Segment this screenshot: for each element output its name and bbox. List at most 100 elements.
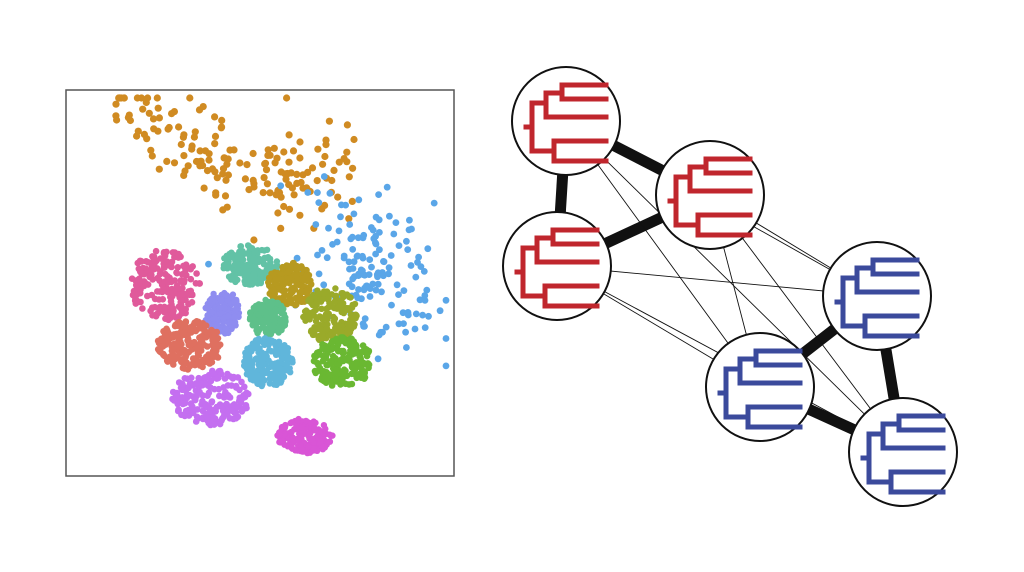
scatter-point	[182, 353, 189, 361]
scatter-point	[328, 176, 336, 185]
scatter-point	[202, 374, 209, 381]
scatter-point	[267, 337, 275, 344]
scatter-point	[198, 337, 206, 345]
scatter-point	[345, 173, 353, 181]
scatter-point	[228, 253, 235, 261]
scatter-point	[337, 297, 345, 304]
scatter-point	[347, 311, 355, 319]
scatter-point	[376, 246, 383, 254]
scatter-point	[124, 114, 132, 122]
scatter-point	[213, 347, 220, 355]
scatter-point	[217, 370, 225, 378]
scatter-point	[139, 105, 147, 113]
scatter-point	[257, 276, 264, 283]
scatter-point	[350, 135, 358, 144]
scatter-point	[285, 181, 293, 189]
scatter-point	[175, 285, 183, 292]
scatter-point	[298, 295, 305, 302]
scatter-point	[349, 350, 357, 358]
scatter-point	[209, 294, 216, 302]
scatter-point	[168, 263, 175, 271]
scatter-point	[348, 197, 356, 205]
scatter-point	[195, 343, 203, 351]
scatter-point	[318, 205, 326, 213]
tree-node-r3	[502, 211, 612, 321]
scatter-point	[361, 348, 369, 356]
scatter-point	[420, 268, 428, 275]
scatter-point	[325, 371, 333, 378]
scatter-point	[229, 291, 237, 298]
scatter-point	[411, 325, 419, 333]
scatter-point	[349, 275, 357, 283]
scatter-point	[182, 270, 189, 278]
scatter-point	[415, 253, 422, 261]
scatter-point	[335, 322, 343, 329]
scatter-point	[139, 305, 146, 312]
scatter-point	[339, 290, 346, 297]
scatter-point	[353, 253, 361, 260]
scatter-point	[143, 135, 151, 143]
scatter-point	[154, 337, 162, 345]
scatter-point	[265, 274, 273, 282]
scatter-point	[268, 325, 276, 332]
scatter-point	[319, 335, 327, 342]
scatter-point	[228, 382, 235, 389]
scatter-point	[207, 384, 214, 391]
scatter-point	[374, 280, 382, 288]
scatter-point	[199, 103, 207, 111]
scatter-point	[400, 287, 408, 294]
scatter-point	[149, 115, 158, 123]
scatter-point	[318, 305, 325, 312]
scatter-points	[112, 94, 450, 457]
scatter-point	[325, 224, 332, 232]
scatter-point	[187, 329, 195, 336]
scatter-point	[312, 221, 320, 228]
network-nodes	[502, 66, 958, 507]
scatter-point	[374, 355, 382, 363]
scatter-point	[300, 313, 307, 321]
scatter-point	[338, 375, 346, 383]
scatter-point	[296, 154, 304, 162]
scatter-point	[169, 304, 176, 312]
scatter-point	[261, 160, 269, 168]
scatter-point	[236, 386, 243, 394]
tree-node-r1	[511, 66, 621, 176]
node-circle	[822, 241, 932, 351]
scatter-point	[164, 327, 171, 334]
scatter-point	[267, 372, 274, 379]
scatter-point	[317, 298, 325, 305]
scatter-point	[255, 355, 262, 363]
scatter-point	[335, 227, 343, 235]
scatter-point	[175, 406, 182, 414]
scatter-point	[320, 368, 328, 375]
scatter-point	[273, 258, 281, 265]
scatter-point	[416, 296, 424, 304]
scatter-point	[378, 288, 385, 296]
scatter-point	[421, 292, 429, 299]
scatter-point	[270, 292, 278, 299]
scatter-point	[383, 183, 391, 191]
scatter-point	[193, 270, 200, 277]
scatter-point	[137, 94, 146, 102]
scatter-point	[220, 261, 228, 269]
scatter-point	[216, 392, 223, 400]
scatter-point	[322, 425, 329, 433]
scatter-point	[283, 361, 290, 368]
scatter-point	[259, 381, 266, 388]
scatter-point	[177, 140, 185, 149]
scatter-point	[344, 321, 352, 328]
scatter-point	[285, 205, 294, 213]
scatter-point	[231, 319, 239, 326]
scatter-point	[176, 350, 183, 358]
scatter-point	[390, 230, 398, 238]
scatter-point	[294, 417, 301, 424]
scatter-point	[345, 381, 353, 388]
scatter-point	[297, 282, 304, 289]
tree-node-r2	[655, 140, 765, 250]
scatter-point	[227, 324, 235, 331]
scatter-point	[263, 246, 271, 253]
scatter-point	[283, 356, 291, 363]
scatter-point	[274, 341, 281, 348]
scatter-point	[365, 361, 373, 369]
scatter-point	[248, 364, 256, 371]
